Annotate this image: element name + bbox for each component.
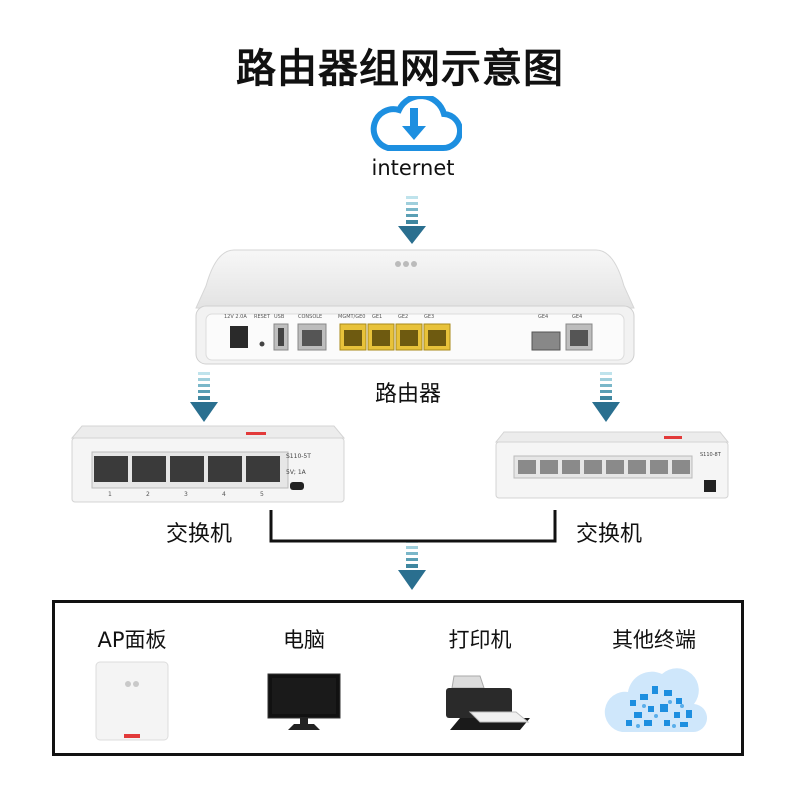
svg-text:RESET: RESET (254, 314, 271, 320)
device-label-printer: 打印机 (448, 628, 512, 652)
svg-text:MGMT/GE0: MGMT/GE0 (338, 314, 365, 320)
device-label-pc: 电脑 (283, 628, 325, 652)
svg-text:CONSOLE: CONSOLE (298, 314, 322, 320)
arrow-internet-to-router (398, 196, 426, 244)
svg-text:5: 5 (260, 491, 264, 498)
router-label: 路由器 (375, 382, 442, 407)
svg-text:12V 2.0A: 12V 2.0A (224, 314, 247, 320)
svg-text:4: 4 (222, 491, 226, 498)
svg-text:GE4: GE4 (538, 314, 548, 320)
device-label-ap: AP面板 (97, 628, 167, 652)
arrow-router-to-right-switch (592, 372, 620, 422)
svg-text:GE2: GE2 (398, 314, 408, 320)
switch-right-model: S110-8T (700, 452, 722, 458)
svg-text:GE1: GE1 (372, 314, 382, 320)
svg-text:USB: USB (274, 314, 285, 320)
switch-left-label: 交换机 (166, 522, 233, 547)
monitor-icon (267, 673, 341, 730)
svg-text:GE3: GE3 (424, 314, 434, 320)
svg-text:3: 3 (184, 491, 188, 498)
switch-left-power: 5V; 1A (286, 469, 307, 476)
switch-right-device: S110-8T (494, 431, 730, 499)
svg-text:GE4: GE4 (572, 314, 582, 320)
page-title: 路由器组网示意图 (236, 46, 564, 92)
device-cloud-icon (604, 668, 708, 733)
cloud-download-icon (370, 96, 462, 152)
end-devices-box (52, 600, 744, 756)
ap-panel-icon (95, 661, 169, 741)
printer-icon (446, 675, 530, 730)
internet-label: internet (371, 156, 455, 180)
switch-right-label: 交换机 (576, 522, 643, 547)
arrow-router-to-left-switch (190, 372, 218, 422)
svg-text:2: 2 (146, 491, 150, 498)
switch-left-device: S110-5T 5V; 1A 1 2 3 4 5 (70, 425, 346, 503)
svg-text:1: 1 (108, 491, 112, 498)
switch-bracket-line (269, 510, 557, 543)
switch-left-model: S110-5T (286, 453, 311, 460)
device-label-other: 其他终端 (612, 628, 696, 652)
arrow-switches-to-devices (398, 540, 426, 590)
